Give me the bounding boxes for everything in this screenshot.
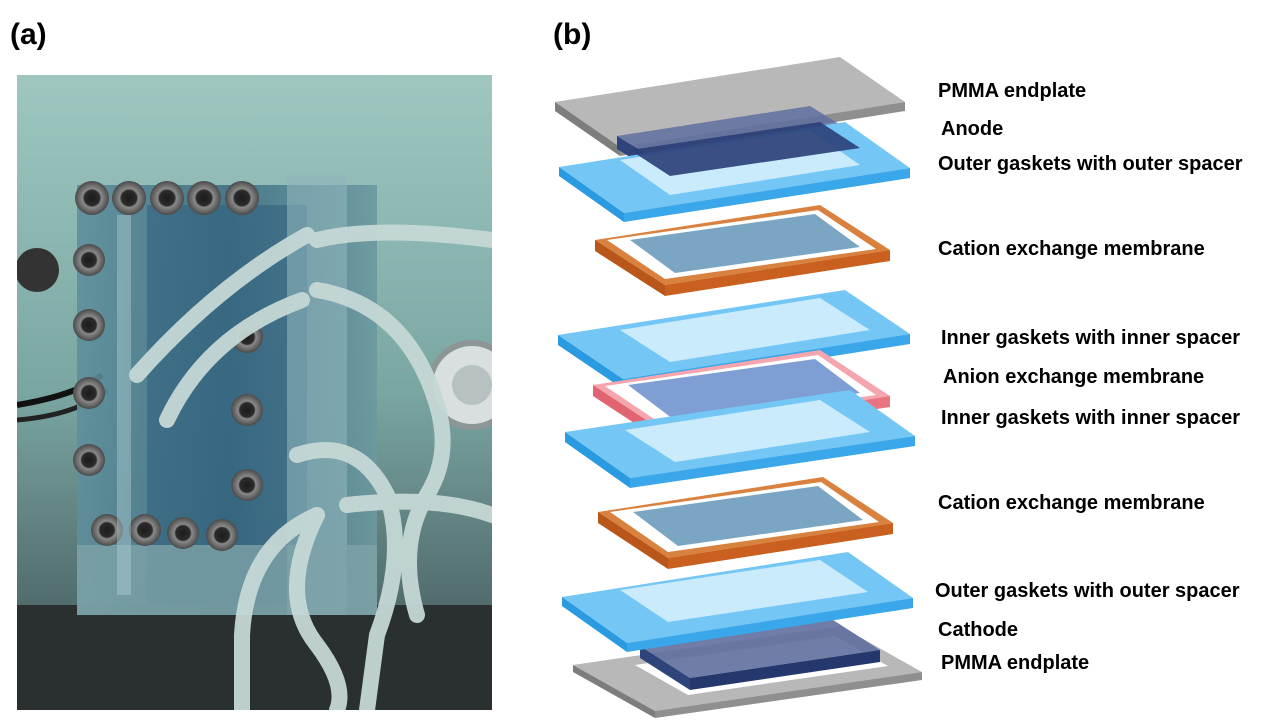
layer-inner-gasket-2 xyxy=(565,390,915,488)
label-pmma-endplate-top: PMMA endplate xyxy=(938,80,1087,102)
device-photo xyxy=(17,75,492,710)
label-anode: Anode xyxy=(941,118,1004,140)
panel-b-label: (b) xyxy=(553,18,592,51)
label-inner-gasket-2: Inner gaskets with inner spacer xyxy=(941,407,1240,429)
layer-cation-membrane-bottom xyxy=(598,477,893,569)
layer-outer-gasket-top xyxy=(559,122,910,222)
label-cathode: Cathode xyxy=(938,619,1018,641)
label-pmma-endplate-bottom: PMMA endplate xyxy=(941,652,1090,674)
label-cation-membrane-bottom: Cation exchange membrane xyxy=(938,492,1205,514)
panel-a-label: (a) xyxy=(10,18,47,51)
layer-cation-membrane-top xyxy=(595,205,890,296)
label-inner-gasket-1: Inner gaskets with inner spacer xyxy=(941,327,1240,349)
label-outer-gasket-top: Outer gaskets with outer spacer xyxy=(938,153,1243,175)
layer-cathode xyxy=(640,618,880,690)
layer-outer-gasket-bottom xyxy=(562,552,913,652)
label-anion-membrane: Anion exchange membrane xyxy=(943,366,1205,388)
label-outer-gasket-bottom: Outer gaskets with outer spacer xyxy=(935,580,1240,602)
label-cation-membrane-top: Cation exchange membrane xyxy=(938,238,1205,260)
